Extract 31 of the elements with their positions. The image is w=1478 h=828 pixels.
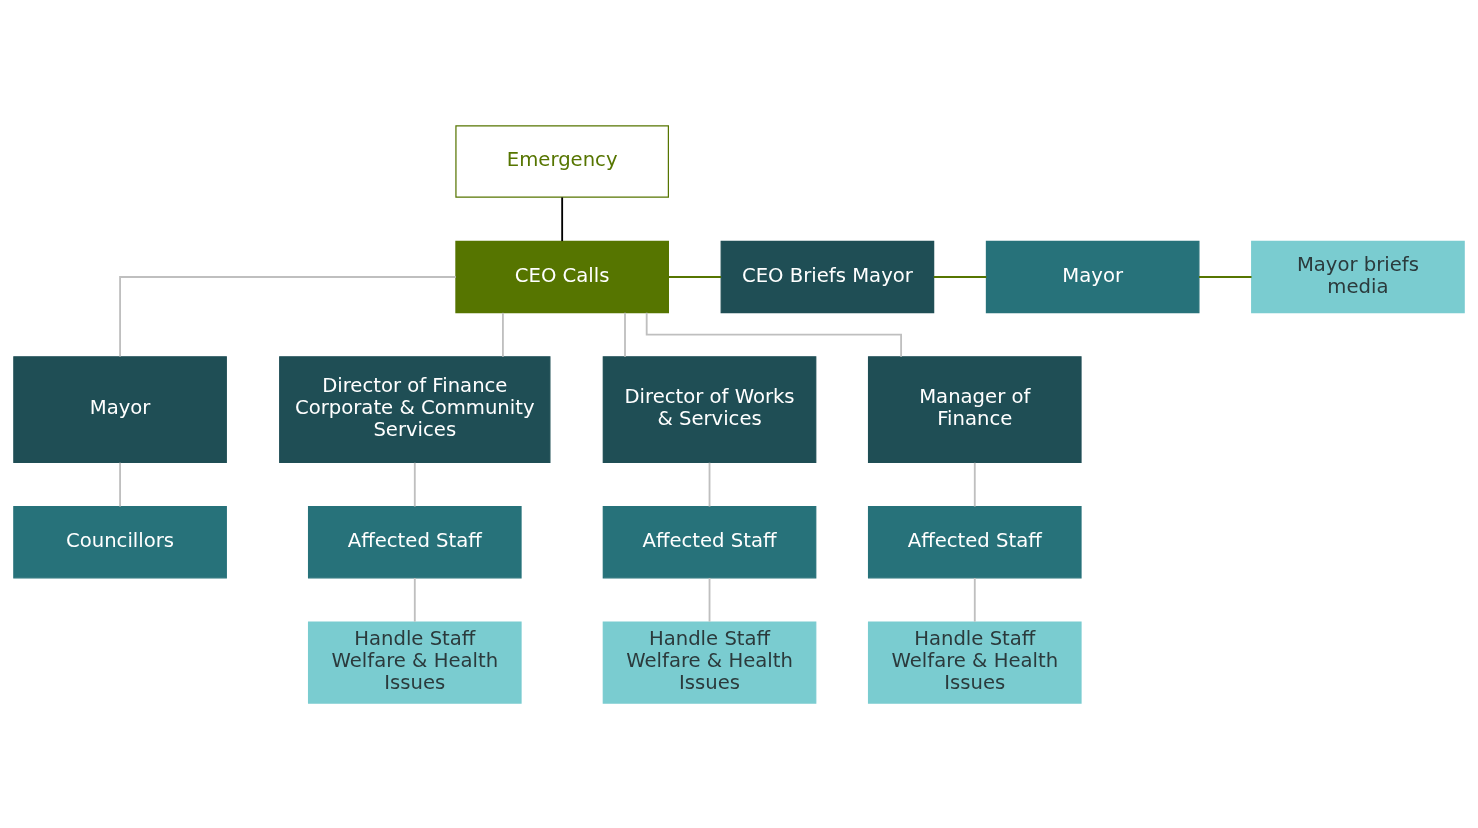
node-box: Handle Staff Welfare & Health Issues xyxy=(867,620,1082,704)
connector xyxy=(119,461,121,507)
node-box: Affected Staff xyxy=(307,505,522,578)
connector xyxy=(561,196,564,242)
connector xyxy=(645,311,902,358)
node-box: Councillors xyxy=(13,505,227,578)
node-box: CEO Briefs Mayor xyxy=(720,240,935,313)
connector xyxy=(708,461,711,507)
node-box: Affected Staff xyxy=(867,505,1082,578)
connector xyxy=(667,275,722,278)
node-box: CEO Calls xyxy=(455,240,669,313)
node-box: Affected Staff xyxy=(602,505,817,578)
node-box: Director of Finance Corporate & Community Services xyxy=(279,355,551,463)
connector xyxy=(932,275,988,278)
node-box: Director of Works & Services xyxy=(602,355,817,463)
connector xyxy=(973,576,976,623)
node-box: Mayor xyxy=(985,240,1200,313)
connector xyxy=(1198,275,1253,278)
connector xyxy=(973,461,976,507)
connector xyxy=(119,275,457,357)
node-box: Handle Staff Welfare & Health Issues xyxy=(602,620,817,704)
node-box: Mayor briefs media xyxy=(1251,240,1465,313)
connector xyxy=(708,576,711,623)
node-box: Manager of Finance xyxy=(867,355,1082,463)
connector xyxy=(502,311,504,358)
connector xyxy=(624,311,626,358)
connector xyxy=(413,576,416,623)
node-box: Emergency xyxy=(455,124,669,198)
connector xyxy=(413,461,416,507)
node-box: Handle Staff Welfare & Health Issues xyxy=(307,620,522,704)
node-box: Mayor xyxy=(13,355,227,463)
